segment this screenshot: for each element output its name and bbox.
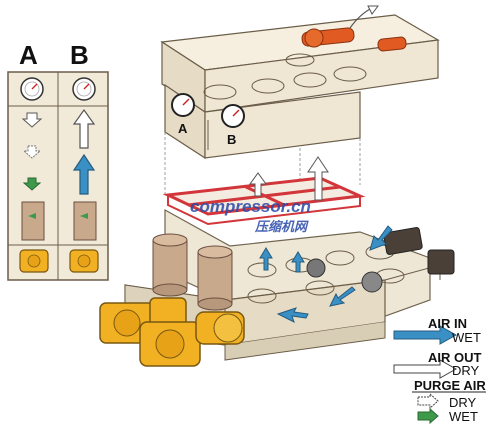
column-a-purge-dry-arrow — [21, 112, 43, 128]
gauge-block — [164, 83, 361, 160]
purge-muffler-icon — [301, 27, 407, 52]
legend-purge-wet-label: WET — [449, 409, 478, 424]
watermark-subtext: 压缩机网 — [255, 219, 308, 234]
housing-wet-air-arrow-2 — [291, 251, 305, 273]
grid-air-out-arrow — [249, 172, 267, 197]
column-b-desiccant — [73, 201, 97, 241]
gauge-a-label: A — [178, 121, 188, 136]
column-a-desiccant — [21, 201, 45, 241]
column-a-heading: A — [19, 40, 38, 70]
column-b-heading: B — [70, 40, 89, 70]
desiccant-screen-grid — [162, 176, 366, 226]
column-b-gauge — [72, 77, 96, 101]
legend-air-in-arrow — [393, 325, 458, 345]
column-b-air-out-arrow — [72, 108, 96, 149]
housing-wet-air-arrow-1 — [259, 247, 273, 271]
grid-air-out-arrow-2 — [307, 156, 329, 201]
desiccant-cartridge-a — [152, 233, 188, 297]
housing-wet-air-arrow-3 — [276, 307, 309, 323]
legend-purge-wet-arrow — [417, 407, 439, 424]
legend-air-out-title: AIR OUT — [428, 350, 482, 365]
gauge-b-icon — [221, 104, 245, 128]
watermark-text: compressor.cn — [190, 197, 311, 216]
inlet-wet-air-arrow — [369, 225, 393, 251]
housing-wet-air-arrow-4 — [329, 286, 356, 307]
legend-purge-dry-arrow — [417, 392, 439, 410]
legend-air-in-title: AIR IN — [428, 316, 467, 331]
side-schematic-panel — [7, 71, 109, 281]
column-a-purge-wet-arrow — [22, 177, 42, 191]
top-manifold — [160, 5, 440, 114]
desiccant-cartridge-b — [197, 245, 233, 311]
inlet-fittings — [383, 227, 455, 275]
solenoid-valve-b — [139, 311, 245, 367]
column-b-air-in-arrow — [72, 153, 96, 195]
legend-air-in-label: WET — [452, 330, 481, 345]
legend-purge-air-title: PURGE AIR — [414, 378, 486, 393]
legend-purge-dry-label: DRY — [449, 395, 477, 410]
gauge-b-label: B — [227, 132, 237, 147]
legend-air-out-label: DRY — [452, 363, 480, 378]
column-a-gauge — [20, 77, 44, 101]
legend-air-out-arrow — [393, 359, 458, 379]
gauge-a-icon — [171, 93, 195, 117]
column-a-purge-dry-arrow-2 — [22, 145, 42, 159]
